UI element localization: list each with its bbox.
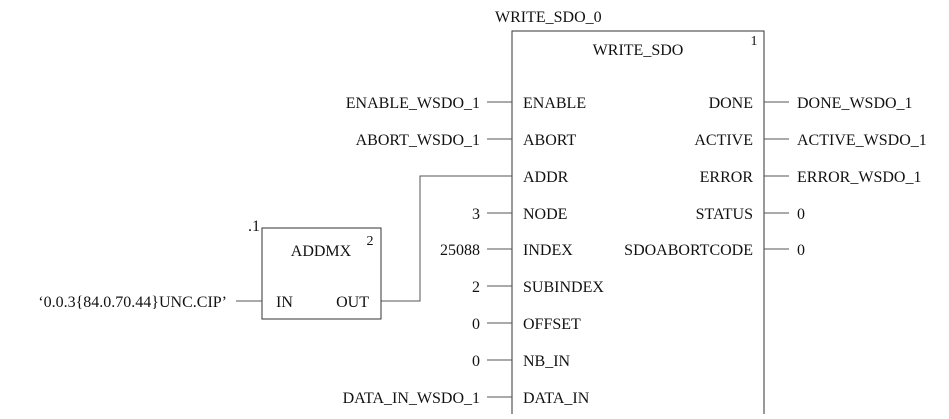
addmx-instance-name: .1 bbox=[248, 218, 260, 235]
input-signal-subindex: 2 bbox=[472, 279, 480, 296]
output-pin-error: ERROR bbox=[700, 169, 754, 186]
addmx-input-signal: ‘0.0.3{84.0.70.44}UNC.CIP’ bbox=[38, 294, 227, 311]
input-row-subindex[interactable]: 2 SUBINDEX bbox=[472, 279, 604, 296]
write-sdo-instance-name: WRITE_SDO_0 bbox=[495, 9, 602, 26]
output-signal-active: ACTIVE_WSDO_1 bbox=[797, 132, 927, 149]
input-pin-abort: ABORT bbox=[523, 132, 576, 149]
input-row-index[interactable]: 25088 INDEX bbox=[440, 242, 573, 259]
input-row-enable[interactable]: ENABLE_WSDO_1 ENABLE bbox=[346, 95, 586, 112]
input-row-offset[interactable]: 0 OFFSET bbox=[472, 316, 581, 333]
input-row-data-in[interactable]: DATA_IN_WSDO_1 DATA_IN bbox=[343, 390, 590, 407]
input-signal-index: 25088 bbox=[440, 242, 480, 259]
write-sdo-block-frame[interactable] bbox=[511, 30, 765, 419]
output-row-sdoabortcode[interactable]: SDOABORTCODE 0 bbox=[624, 242, 805, 259]
write-sdo-type-name: WRITE_SDO bbox=[593, 42, 684, 59]
write-sdo-block[interactable]: WRITE_SDO_0 WRITE_SDO 1 bbox=[495, 9, 765, 419]
output-pin-status: STATUS bbox=[696, 206, 753, 223]
output-row-status[interactable]: STATUS 0 bbox=[696, 206, 805, 223]
input-signal-nb-in: 0 bbox=[472, 353, 480, 370]
addmx-pin-out: OUT bbox=[336, 294, 369, 311]
addmx-block[interactable]: .1 ADDMX 2 IN OUT ‘0.0.3{84.0.70.44}UNC.… bbox=[38, 218, 382, 320]
output-pin-active: ACTIVE bbox=[694, 132, 753, 149]
output-row-done[interactable]: DONE DONE_WSDO_1 bbox=[709, 95, 913, 112]
input-row-addr[interactable]: ADDR bbox=[381, 169, 569, 302]
input-row-abort[interactable]: ABORT_WSDO_1 ABORT bbox=[356, 132, 577, 149]
input-pin-enable: ENABLE bbox=[523, 95, 586, 112]
addmx-type-name: ADDMX bbox=[291, 243, 352, 260]
output-signal-status: 0 bbox=[797, 206, 805, 223]
input-pin-offset: OFFSET bbox=[523, 316, 581, 333]
input-row-nb-in[interactable]: 0 NB_IN bbox=[472, 353, 571, 370]
output-row-error[interactable]: ERROR ERROR_WSDO_1 bbox=[700, 169, 922, 186]
write-sdo-exec-order: 1 bbox=[751, 34, 758, 49]
input-pin-subindex: SUBINDEX bbox=[523, 279, 604, 296]
addmx-exec-order: 2 bbox=[367, 234, 374, 249]
input-pin-node: NODE bbox=[523, 206, 567, 223]
output-pin-done: DONE bbox=[709, 95, 753, 112]
write-sdo-outputs: DONE DONE_WSDO_1 ACTIVE ACTIVE_WSDO_1 ER… bbox=[624, 95, 927, 259]
input-signal-data-in: DATA_IN_WSDO_1 bbox=[343, 390, 480, 407]
input-pin-index: INDEX bbox=[523, 242, 573, 259]
input-pin-nb-in: NB_IN bbox=[523, 353, 571, 370]
input-signal-node: 3 bbox=[472, 206, 480, 223]
output-pin-sdoabortcode: SDOABORTCODE bbox=[624, 242, 753, 259]
output-signal-sdoabortcode: 0 bbox=[797, 242, 805, 259]
input-signal-abort: ABORT_WSDO_1 bbox=[356, 132, 480, 149]
output-row-active[interactable]: ACTIVE ACTIVE_WSDO_1 bbox=[694, 132, 926, 149]
addmx-block-frame[interactable] bbox=[261, 227, 382, 320]
input-signal-enable: ENABLE_WSDO_1 bbox=[346, 95, 480, 112]
output-signal-done: DONE_WSDO_1 bbox=[797, 95, 913, 112]
input-signal-offset: 0 bbox=[472, 316, 480, 333]
output-signal-error: ERROR_WSDO_1 bbox=[797, 169, 921, 186]
input-row-node[interactable]: 3 NODE bbox=[472, 206, 567, 223]
addmx-pin-in: IN bbox=[276, 294, 293, 311]
input-pin-data-in: DATA_IN bbox=[523, 390, 590, 407]
write-sdo-inputs: ENABLE_WSDO_1 ENABLE ABORT_WSDO_1 ABORT … bbox=[343, 95, 605, 407]
input-pin-addr: ADDR bbox=[523, 169, 569, 186]
